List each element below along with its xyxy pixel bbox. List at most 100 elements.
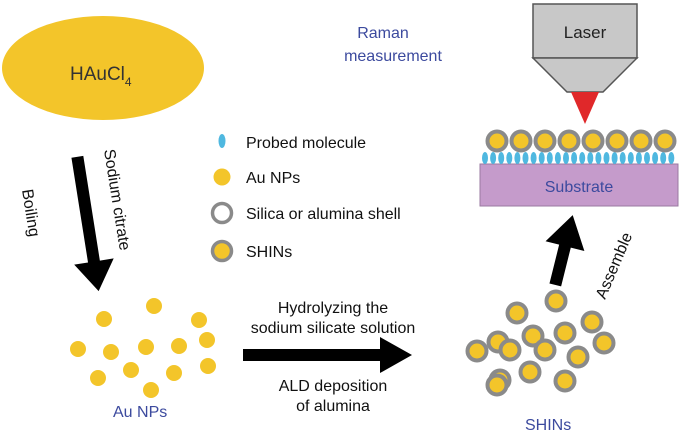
shin bbox=[553, 369, 577, 393]
probe-molecule bbox=[611, 152, 618, 164]
au-np bbox=[200, 358, 216, 374]
substrate-shin bbox=[557, 129, 581, 153]
substrate-label: Substrate bbox=[545, 179, 614, 196]
substrate-shin-row bbox=[485, 129, 677, 153]
substrate-shin bbox=[581, 129, 605, 153]
substrate-shin bbox=[653, 129, 677, 153]
probe-molecule-icon bbox=[218, 134, 226, 148]
probe-molecule bbox=[660, 152, 667, 164]
raman-label-line1: Raman bbox=[357, 25, 409, 42]
au-nps-label: Au NPs bbox=[113, 404, 167, 421]
raman-label-line2: measurement bbox=[344, 48, 442, 65]
laser-nozzle bbox=[531, 57, 639, 93]
substrate-shin bbox=[533, 129, 557, 153]
probe-molecule bbox=[668, 152, 675, 164]
probe-molecule bbox=[482, 152, 488, 164]
probe-molecule bbox=[595, 152, 602, 164]
shin bbox=[553, 321, 577, 345]
shin bbox=[465, 339, 489, 363]
substrate-shin bbox=[629, 129, 653, 153]
hauCl4-node: HAuCl4 bbox=[2, 16, 204, 120]
shin bbox=[592, 331, 616, 355]
probe-molecule bbox=[635, 152, 642, 164]
probe-molecule bbox=[490, 152, 497, 164]
au-np bbox=[138, 339, 154, 355]
probe-molecule bbox=[538, 152, 545, 164]
sodium-citrate-label: Sodium citrate bbox=[100, 148, 133, 252]
probe-molecule bbox=[506, 152, 513, 164]
probe-molecule bbox=[563, 152, 569, 164]
laser-device: Laser bbox=[531, 3, 639, 124]
probe-molecule bbox=[571, 152, 578, 164]
step3-arrow bbox=[545, 215, 585, 287]
step3-arrow-group: Assemble bbox=[545, 215, 636, 302]
hydrolyzing-label-line1: Hydrolyzing the bbox=[278, 300, 388, 317]
probe-molecule bbox=[514, 152, 521, 164]
hauCl4-label: HAuCl4 bbox=[70, 64, 132, 89]
shin bbox=[566, 345, 590, 369]
shin bbox=[533, 338, 557, 362]
probe-molecule bbox=[579, 152, 586, 164]
probe-molecule bbox=[546, 152, 553, 164]
shin bbox=[518, 360, 542, 384]
substrate-block bbox=[479, 163, 679, 207]
au-np-icon bbox=[213, 168, 231, 186]
legend-label-shell: Silica or alumina shell bbox=[246, 206, 401, 223]
shin-icon bbox=[210, 239, 234, 263]
laser-label: Laser bbox=[564, 23, 607, 42]
step1-arrow-group: Sodium citrate Boiling bbox=[18, 148, 133, 292]
shell-icon bbox=[210, 201, 234, 225]
shin bbox=[580, 310, 604, 334]
shins-label: SHINs bbox=[525, 417, 571, 434]
hydrolyzing-label-line2: sodium silicate solution bbox=[251, 320, 416, 337]
boiling-label: Boiling bbox=[18, 188, 42, 238]
au-np bbox=[70, 341, 86, 357]
ald-label-line1: ALD deposition bbox=[279, 378, 388, 395]
probe-molecule bbox=[652, 152, 659, 164]
probe-molecule bbox=[498, 152, 505, 164]
laser-beam bbox=[571, 92, 599, 124]
au-np-cluster bbox=[70, 298, 216, 398]
au-np bbox=[199, 332, 215, 348]
substrate-shin bbox=[485, 129, 509, 153]
step2-arrow-group: Hydrolyzing the sodium silicate solution… bbox=[243, 300, 415, 415]
shin-cluster bbox=[465, 289, 616, 397]
probe-molecule bbox=[554, 152, 561, 164]
step2-arrow bbox=[243, 337, 412, 373]
shin bbox=[544, 289, 568, 313]
probe-molecule bbox=[627, 152, 634, 164]
legend-label-au-nps: Au NPs bbox=[246, 170, 300, 187]
step1-arrow bbox=[71, 155, 114, 292]
probe-molecule-row bbox=[482, 152, 675, 164]
probe-molecule bbox=[522, 152, 529, 164]
hauCl4-ellipse bbox=[2, 16, 204, 120]
ald-label-line2: of alumina bbox=[296, 398, 370, 415]
assemble-label: Assemble bbox=[593, 230, 636, 301]
au-np bbox=[143, 382, 159, 398]
au-np bbox=[171, 338, 187, 354]
substrate-shin bbox=[605, 129, 629, 153]
au-np bbox=[191, 312, 207, 328]
probe-molecule bbox=[603, 152, 610, 164]
legend: Probed molecule Au NPs Silica or alumina… bbox=[210, 134, 401, 263]
legend-label-probed-molecule: Probed molecule bbox=[246, 135, 366, 152]
probe-molecule bbox=[587, 152, 594, 164]
au-np bbox=[166, 365, 182, 381]
au-np bbox=[90, 370, 106, 386]
shin bbox=[521, 324, 545, 348]
shin bbox=[485, 373, 509, 397]
au-np bbox=[96, 311, 112, 327]
probe-molecule bbox=[530, 152, 537, 164]
au-np bbox=[103, 344, 119, 360]
probe-molecule bbox=[619, 152, 626, 164]
substrate-assembly: Substrate bbox=[479, 129, 679, 207]
substrate-shin bbox=[509, 129, 533, 153]
probe-molecule bbox=[644, 152, 650, 164]
au-np bbox=[146, 298, 162, 314]
legend-label-shins: SHINs bbox=[246, 244, 292, 261]
shin bbox=[505, 301, 529, 325]
shin bbox=[498, 338, 522, 362]
au-np bbox=[123, 362, 139, 378]
